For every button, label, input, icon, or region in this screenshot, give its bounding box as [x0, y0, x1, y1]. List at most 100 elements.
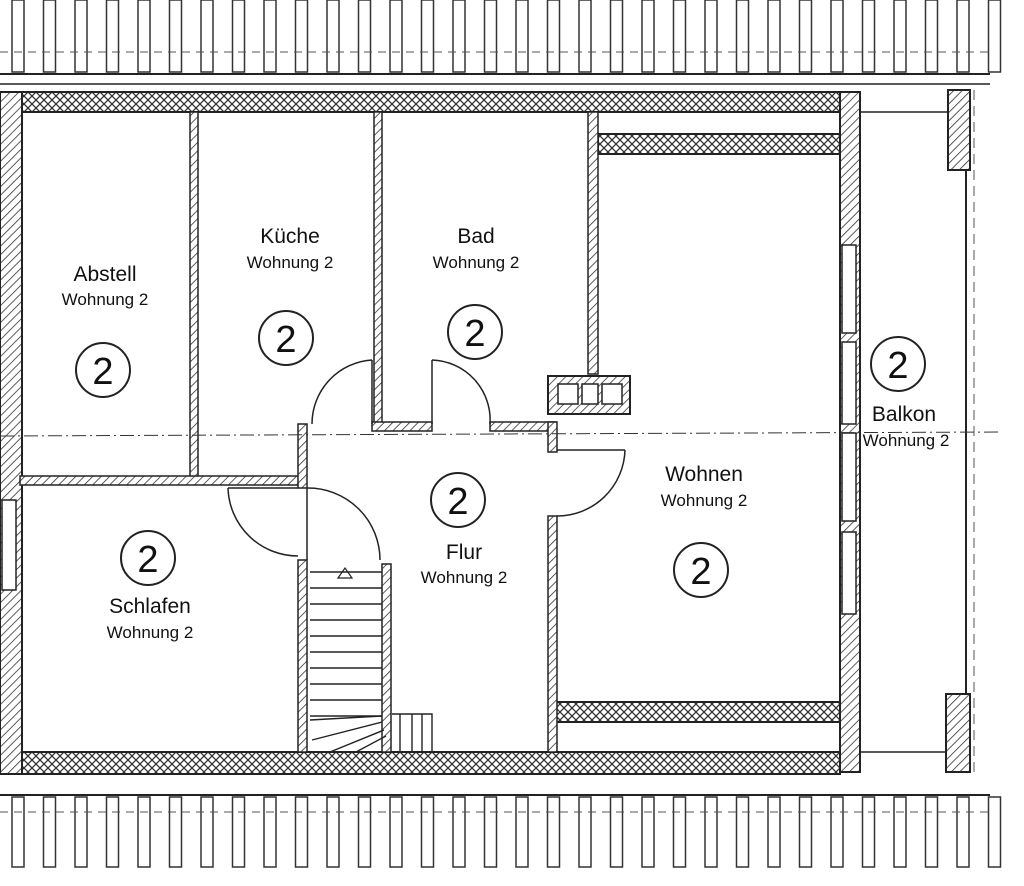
rafter [137, 0, 151, 73]
rafter [609, 796, 624, 868]
unit-badge [430, 472, 486, 528]
rafter [609, 0, 624, 73]
rafter [42, 0, 57, 73]
room-unit-label: Wohnung 2 [661, 491, 748, 510]
wall-kueche-bad [373, 111, 383, 425]
rafter [452, 796, 466, 868]
unit-badge [673, 542, 729, 598]
room-name: Abstell [73, 263, 136, 286]
rafter [924, 796, 939, 868]
outer-wall-left [0, 91, 23, 775]
room-name: Flur [446, 541, 482, 564]
roof-rafters-bottom [11, 796, 1002, 868]
rafter [11, 796, 25, 868]
rafter [357, 796, 372, 868]
rafter [420, 0, 435, 73]
rafter [578, 0, 592, 73]
balcony-post-bottom [945, 693, 971, 773]
rafter [74, 0, 88, 73]
unit-number: 2 [464, 313, 485, 355]
rafter [956, 0, 970, 73]
rafter [546, 796, 561, 868]
wall-flur-top-a [371, 421, 433, 432]
rafter [452, 0, 466, 73]
rafter [263, 796, 277, 868]
wall-stair-right [381, 563, 392, 753]
room-name: Balkon [872, 403, 936, 426]
stair-winder [309, 715, 387, 753]
rafter [672, 0, 687, 73]
rafter [294, 0, 309, 73]
rafter [704, 796, 718, 868]
rafter [546, 0, 561, 73]
room-name: Schlafen [109, 595, 191, 618]
wall-wohnen-bottom [555, 701, 841, 723]
rafter [105, 796, 120, 868]
rafter [830, 796, 844, 868]
rafter [735, 796, 750, 868]
door-stair [306, 487, 381, 561]
room-name: Küche [260, 225, 320, 248]
rafter [893, 796, 907, 868]
rafter [74, 796, 88, 868]
balcony-post-top [947, 89, 971, 171]
unit-badge [75, 342, 131, 398]
rafter [420, 796, 435, 868]
room-unit-label: Wohnung 2 [421, 568, 508, 587]
door-wohnen [556, 449, 626, 517]
rafter [641, 796, 655, 868]
rafter [357, 0, 372, 73]
unit-badge [447, 304, 503, 360]
rafter [389, 796, 403, 868]
rafter [641, 0, 655, 73]
room-unit-label: Wohnung 2 [433, 253, 520, 272]
unit-number: 2 [137, 539, 158, 581]
rafter [42, 796, 57, 868]
window-left [1, 499, 17, 591]
stair-landing [392, 713, 433, 752]
wall-abstell-kueche [189, 111, 199, 479]
rafter [924, 0, 939, 73]
rafter [200, 0, 214, 73]
rafter [956, 796, 970, 868]
unit-badge [120, 530, 176, 586]
rafter [798, 0, 813, 73]
room-unit-label: Wohnung 2 [107, 623, 194, 642]
outer-wall-bottom [19, 751, 841, 775]
rafter [861, 796, 876, 868]
rafter [11, 0, 25, 73]
rafter [515, 0, 529, 73]
rafter [987, 0, 1002, 73]
room-balkon: 2 Balkon Wohnung 2 [863, 336, 950, 450]
room-unit-label: Wohnung 2 [863, 431, 950, 450]
wall-schlafen-top [19, 475, 303, 486]
rafter [137, 796, 151, 868]
rafter [861, 0, 876, 73]
rafter [893, 0, 907, 73]
rafter [168, 0, 183, 73]
outer-wall-top [19, 91, 861, 113]
rafter [326, 0, 340, 73]
room-unit-label: Wohnung 2 [62, 290, 149, 309]
wall-wohnen-right [839, 91, 861, 773]
room-flur: 2 Flur Wohnung 2 [421, 472, 508, 587]
rafter [987, 796, 1002, 868]
wall-flur-right [547, 421, 558, 453]
rafter [168, 796, 183, 868]
unit-number: 2 [447, 481, 468, 523]
rafter [767, 796, 781, 868]
room-wohnen: Wohnen Wohnung 2 2 [661, 463, 748, 598]
door-schlafen [227, 487, 299, 557]
unit-badge [258, 310, 314, 366]
rafter [231, 0, 246, 73]
room-abstell: Abstell Wohnung 2 2 [62, 263, 149, 398]
rafter [767, 0, 781, 73]
room-name: Wohnen [665, 463, 743, 486]
door-bad [431, 359, 491, 425]
unit-badge [870, 336, 926, 392]
rafter [830, 0, 844, 73]
room-unit-label: Wohnung 2 [247, 253, 334, 272]
rafter [389, 0, 403, 73]
unit-number: 2 [275, 319, 296, 361]
room-kueche: Küche Wohnung 2 2 [247, 225, 334, 366]
